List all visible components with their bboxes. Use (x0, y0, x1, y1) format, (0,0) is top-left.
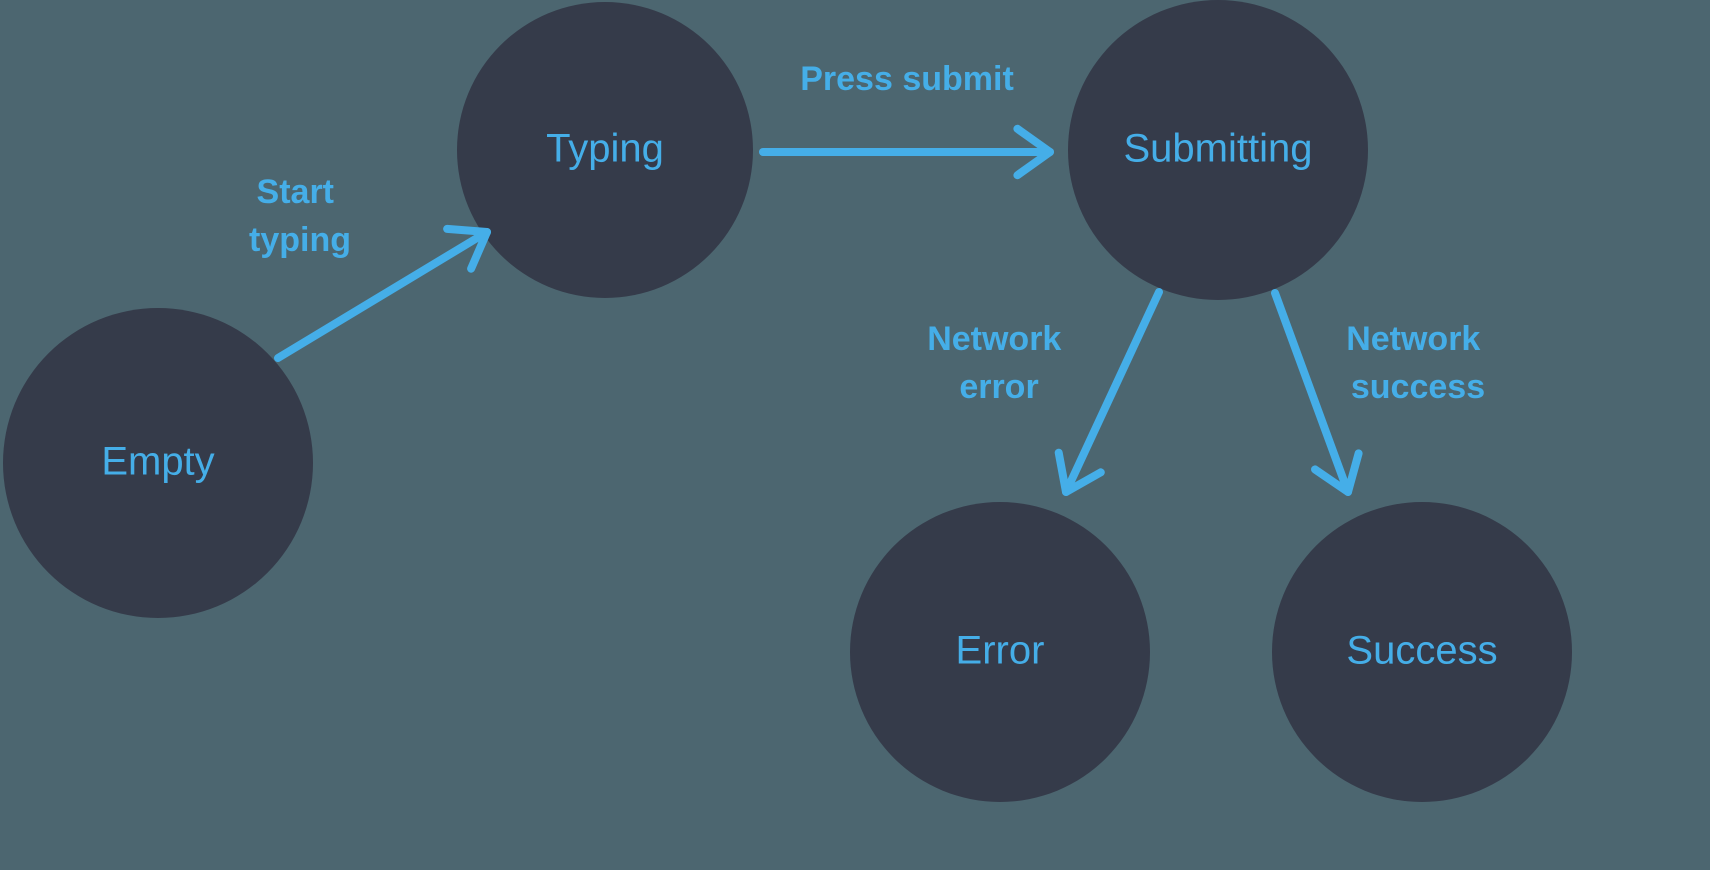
transition-label-line: typing (249, 221, 351, 259)
state-circle[interactable] (1068, 0, 1368, 300)
transition-arrow-icon (1054, 288, 1163, 496)
arrow-head (1054, 448, 1105, 496)
arrow-head (1013, 124, 1054, 180)
state-label: Error (956, 629, 1045, 673)
transition-arrow-icon (274, 224, 491, 362)
state-node-success[interactable]: Success (1272, 502, 1572, 802)
state-node-error[interactable]: Error (850, 502, 1150, 802)
transition-label-line: success (1351, 368, 1485, 406)
state-label: Submitting (1124, 127, 1313, 171)
transition-arrow-icon (759, 124, 1054, 180)
transition-arrow-icon (1271, 289, 1363, 496)
arrow-shaft (1271, 289, 1352, 496)
state-node-typing[interactable]: Typing (457, 2, 753, 298)
state-label: Success (1346, 629, 1497, 673)
transition-press-submit: Press submit (759, 60, 1054, 180)
state-circle[interactable] (1272, 502, 1572, 802)
state-circle[interactable] (850, 502, 1150, 802)
transition-label-line: Network (927, 320, 1061, 358)
state-node-empty[interactable]: Empty (3, 308, 313, 618)
transition-label: Network success (1346, 320, 1490, 406)
transition-label-line: Network (1346, 320, 1480, 358)
transition-network-success: Network success (1271, 289, 1490, 496)
arrow-head (1311, 449, 1363, 496)
arrow-shaft (274, 228, 491, 362)
state-node-submitting[interactable]: Submitting (1068, 0, 1368, 300)
state-label: Empty (101, 440, 214, 484)
arrow-head (443, 224, 491, 273)
transition-label-line: error (959, 368, 1038, 406)
transition-label-line: Press submit (800, 60, 1014, 98)
transition-label: Network error (927, 320, 1071, 406)
transition-label-line: Start (257, 173, 334, 211)
transition-start-typing: Start typing (249, 173, 491, 362)
state-circle[interactable] (457, 2, 753, 298)
state-label: Typing (546, 127, 664, 171)
state-circle[interactable] (3, 308, 313, 618)
transition-label: Press submit (800, 60, 1014, 98)
arrow-shaft (1062, 288, 1163, 496)
transition-label: Start typing (249, 173, 351, 259)
transition-network-error: Network error (927, 288, 1163, 496)
